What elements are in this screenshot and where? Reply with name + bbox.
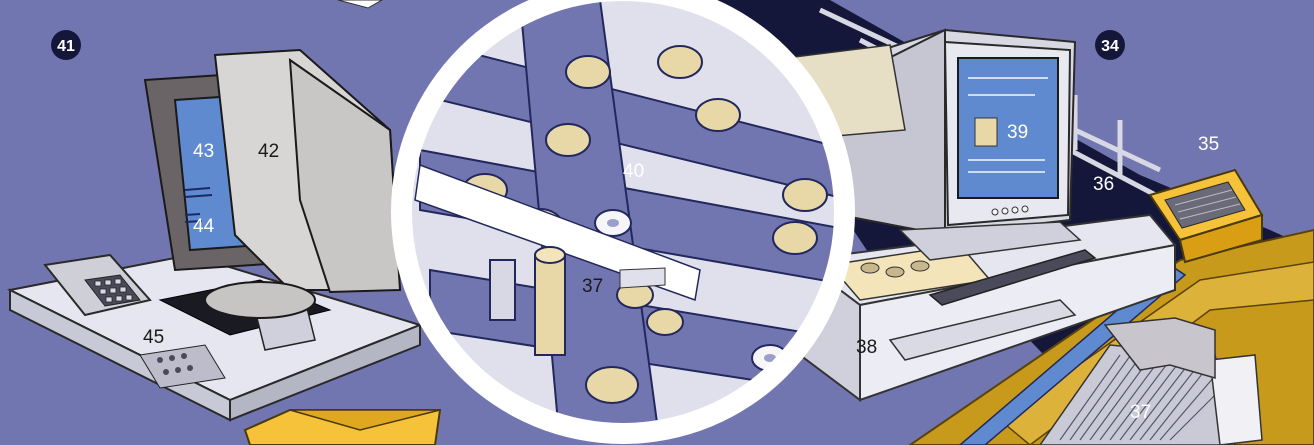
label-45: 45 xyxy=(143,327,164,348)
label-37-sorter: 37 xyxy=(1130,402,1151,423)
badge-41-text: 41 xyxy=(57,38,75,55)
label-38: 38 xyxy=(856,337,877,358)
monitor-stand xyxy=(205,282,315,318)
badge-34-text: 34 xyxy=(1101,38,1119,55)
badge-41: 41 xyxy=(51,30,81,60)
letter-stack-end-block xyxy=(1210,355,1262,445)
label-37-belt: 37 xyxy=(582,276,603,297)
label-36: 36 xyxy=(1093,174,1114,195)
label-42: 42 xyxy=(258,141,279,162)
screen-window-box xyxy=(975,118,997,146)
badge-34: 34 xyxy=(1095,30,1125,60)
label-44: 44 xyxy=(193,216,215,237)
label-40: 40 xyxy=(623,161,644,182)
label-39: 39 xyxy=(1007,122,1028,143)
label-35: 35 xyxy=(1198,134,1219,155)
label-43: 43 xyxy=(193,141,214,162)
